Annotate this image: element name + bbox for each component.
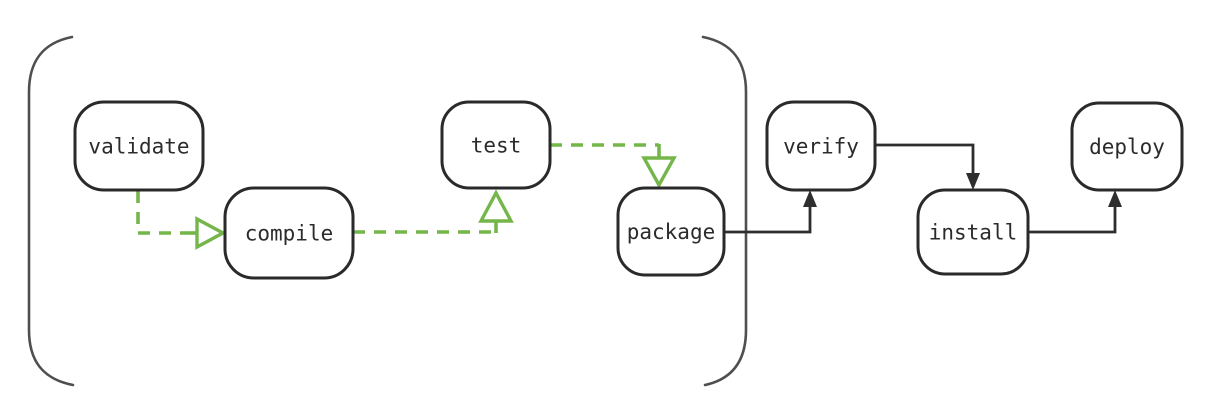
node-package-label: package (627, 220, 716, 244)
edge-package-verify (724, 190, 817, 234)
node-verify: verify (765, 100, 877, 192)
node-deploy-shape (1070, 101, 1184, 192)
arrowhead-up-icon (803, 190, 817, 207)
node-test-label: test (471, 134, 522, 158)
edge-compile-test (353, 189, 514, 234)
node-test-shape (440, 100, 552, 190)
edge-validate-compile (136, 191, 227, 250)
node-package: package (616, 186, 726, 277)
node-package-shape (616, 186, 726, 277)
group-bracket-right-icon (701, 35, 748, 387)
group-bracket-left-icon (27, 35, 75, 387)
node-validate: validate (73, 100, 205, 192)
node-install: install (916, 188, 1030, 276)
node-compile-shape (223, 186, 355, 280)
edge-test-package (550, 143, 677, 189)
node-compile: compile (223, 186, 355, 280)
node-compile-label: compile (245, 222, 334, 246)
arrowhead-up-icon (1108, 190, 1122, 207)
node-install-label: install (929, 221, 1018, 245)
edge-verify-install (875, 143, 980, 190)
arrowhead-up-icon (478, 189, 514, 223)
arrowhead-down-icon (966, 173, 980, 190)
edge-install-deploy (1028, 190, 1122, 234)
node-deploy-label: deploy (1089, 135, 1165, 159)
node-verify-label: verify (783, 135, 859, 159)
node-verify-shape (765, 100, 877, 192)
node-validate-shape (73, 100, 205, 192)
arrowhead-right-icon (195, 216, 227, 250)
node-deploy: deploy (1070, 101, 1184, 192)
arrowhead-down-icon (641, 156, 677, 189)
node-test: test (440, 100, 552, 190)
node-install-shape (916, 188, 1030, 276)
node-validate-label: validate (88, 135, 189, 159)
